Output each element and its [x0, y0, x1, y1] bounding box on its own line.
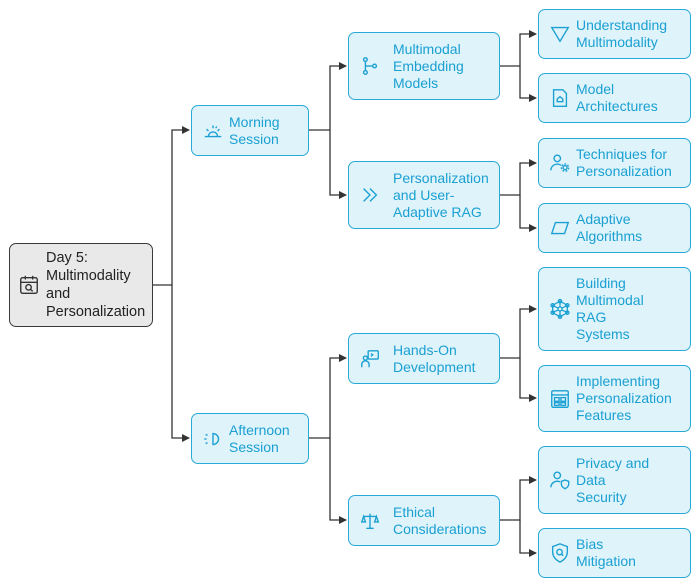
topic-multimodal-embedding[interactable]: Multimodal Embedding Models	[348, 32, 500, 100]
session-afternoon-label: Afternoon Session	[229, 421, 290, 455]
root-node-day5[interactable]: Day 5: Multimodality and Personalization	[9, 243, 153, 327]
connector-personalization-adaptive	[519, 195, 537, 232]
topic-hands-on-development[interactable]: Hands-On Development	[348, 333, 500, 384]
network-icon	[548, 297, 572, 321]
leaf-adaptive-label: Adaptive Algorithms	[576, 211, 643, 244]
house-file-icon	[548, 86, 572, 110]
leaf-understanding-label: Understanding Multimodality	[576, 17, 668, 50]
leaf-privacy-label: Privacy and Data Security	[576, 454, 650, 505]
connector-morning-embedding	[309, 62, 347, 131]
topic-embedding-label: Multimodal Embedding Models	[393, 40, 464, 91]
scale-icon	[358, 509, 382, 533]
triangle-icon	[548, 22, 572, 46]
leaf-privacy-data-security[interactable]: Privacy and Data Security	[538, 446, 691, 514]
session-morning[interactable]: Morning Session	[191, 105, 309, 156]
connector-handson-implementing	[519, 358, 537, 402]
leaf-bias-mitigation[interactable]: Bias Mitigation	[538, 528, 691, 578]
leaf-building-rag-systems[interactable]: Building Multimodal RAG Systems	[538, 267, 691, 351]
leaf-architectures-label: Model Architectures	[576, 81, 658, 114]
connector-personalization-techniques	[500, 159, 537, 196]
topic-handson-label: Hands-On Development	[393, 341, 476, 375]
leaf-implementing-personalization[interactable]: Implementing Personalization Features	[538, 365, 691, 432]
leaf-techniques-personalization[interactable]: Techniques for Personalization	[538, 138, 691, 188]
connector-afternoon-handson	[309, 354, 347, 439]
root-label: Day 5: Multimodality and Personalization	[46, 250, 146, 320]
leaf-bias-label: Bias Mitigation	[576, 536, 636, 569]
developer-icon	[358, 347, 382, 371]
leaf-understanding-multimodality[interactable]: Understanding Multimodality	[538, 9, 691, 59]
topic-personalization-label: Personalization and User- Adaptive RAG	[393, 169, 489, 220]
search-shield-icon	[548, 541, 572, 565]
connector-root-morning	[153, 126, 190, 286]
branch-icon	[358, 54, 382, 78]
connector-embedding-understanding	[500, 30, 537, 67]
leaf-techniques-label: Techniques for Personalization	[576, 146, 672, 179]
topic-ethical-considerations[interactable]: Ethical Considerations	[348, 495, 500, 546]
session-morning-label: Morning Session	[229, 113, 280, 147]
session-afternoon[interactable]: Afternoon Session	[191, 413, 309, 464]
user-shield-icon	[548, 468, 572, 492]
topic-ethical-label: Ethical Considerations	[393, 503, 487, 537]
leaf-building-label: Building Multimodal RAG Systems	[576, 275, 644, 342]
connector-morning-personalization	[329, 130, 347, 199]
connector-handson-building	[500, 305, 537, 359]
leaf-adaptive-algorithms[interactable]: Adaptive Algorithms	[538, 203, 691, 253]
connector-afternoon-ethical	[329, 438, 347, 524]
sunrise-icon	[201, 119, 225, 143]
leaf-implementing-label: Implementing Personalization Features	[576, 373, 672, 423]
connector-root-afternoon	[171, 285, 190, 442]
user-gear-icon	[548, 151, 572, 175]
double-chevron-icon	[358, 183, 382, 207]
connector-ethical-bias	[519, 520, 537, 557]
calendar-search-icon	[17, 273, 41, 297]
sunset-icon	[201, 427, 225, 451]
topic-personalization-rag[interactable]: Personalization and User- Adaptive RAG	[348, 161, 500, 229]
leaf-model-architectures[interactable]: Model Architectures	[538, 73, 691, 123]
connector-embedding-architectures	[519, 66, 537, 102]
connector-ethical-privacy	[500, 476, 537, 521]
parallelogram-icon	[548, 216, 572, 240]
dashboard-icon	[548, 387, 572, 411]
